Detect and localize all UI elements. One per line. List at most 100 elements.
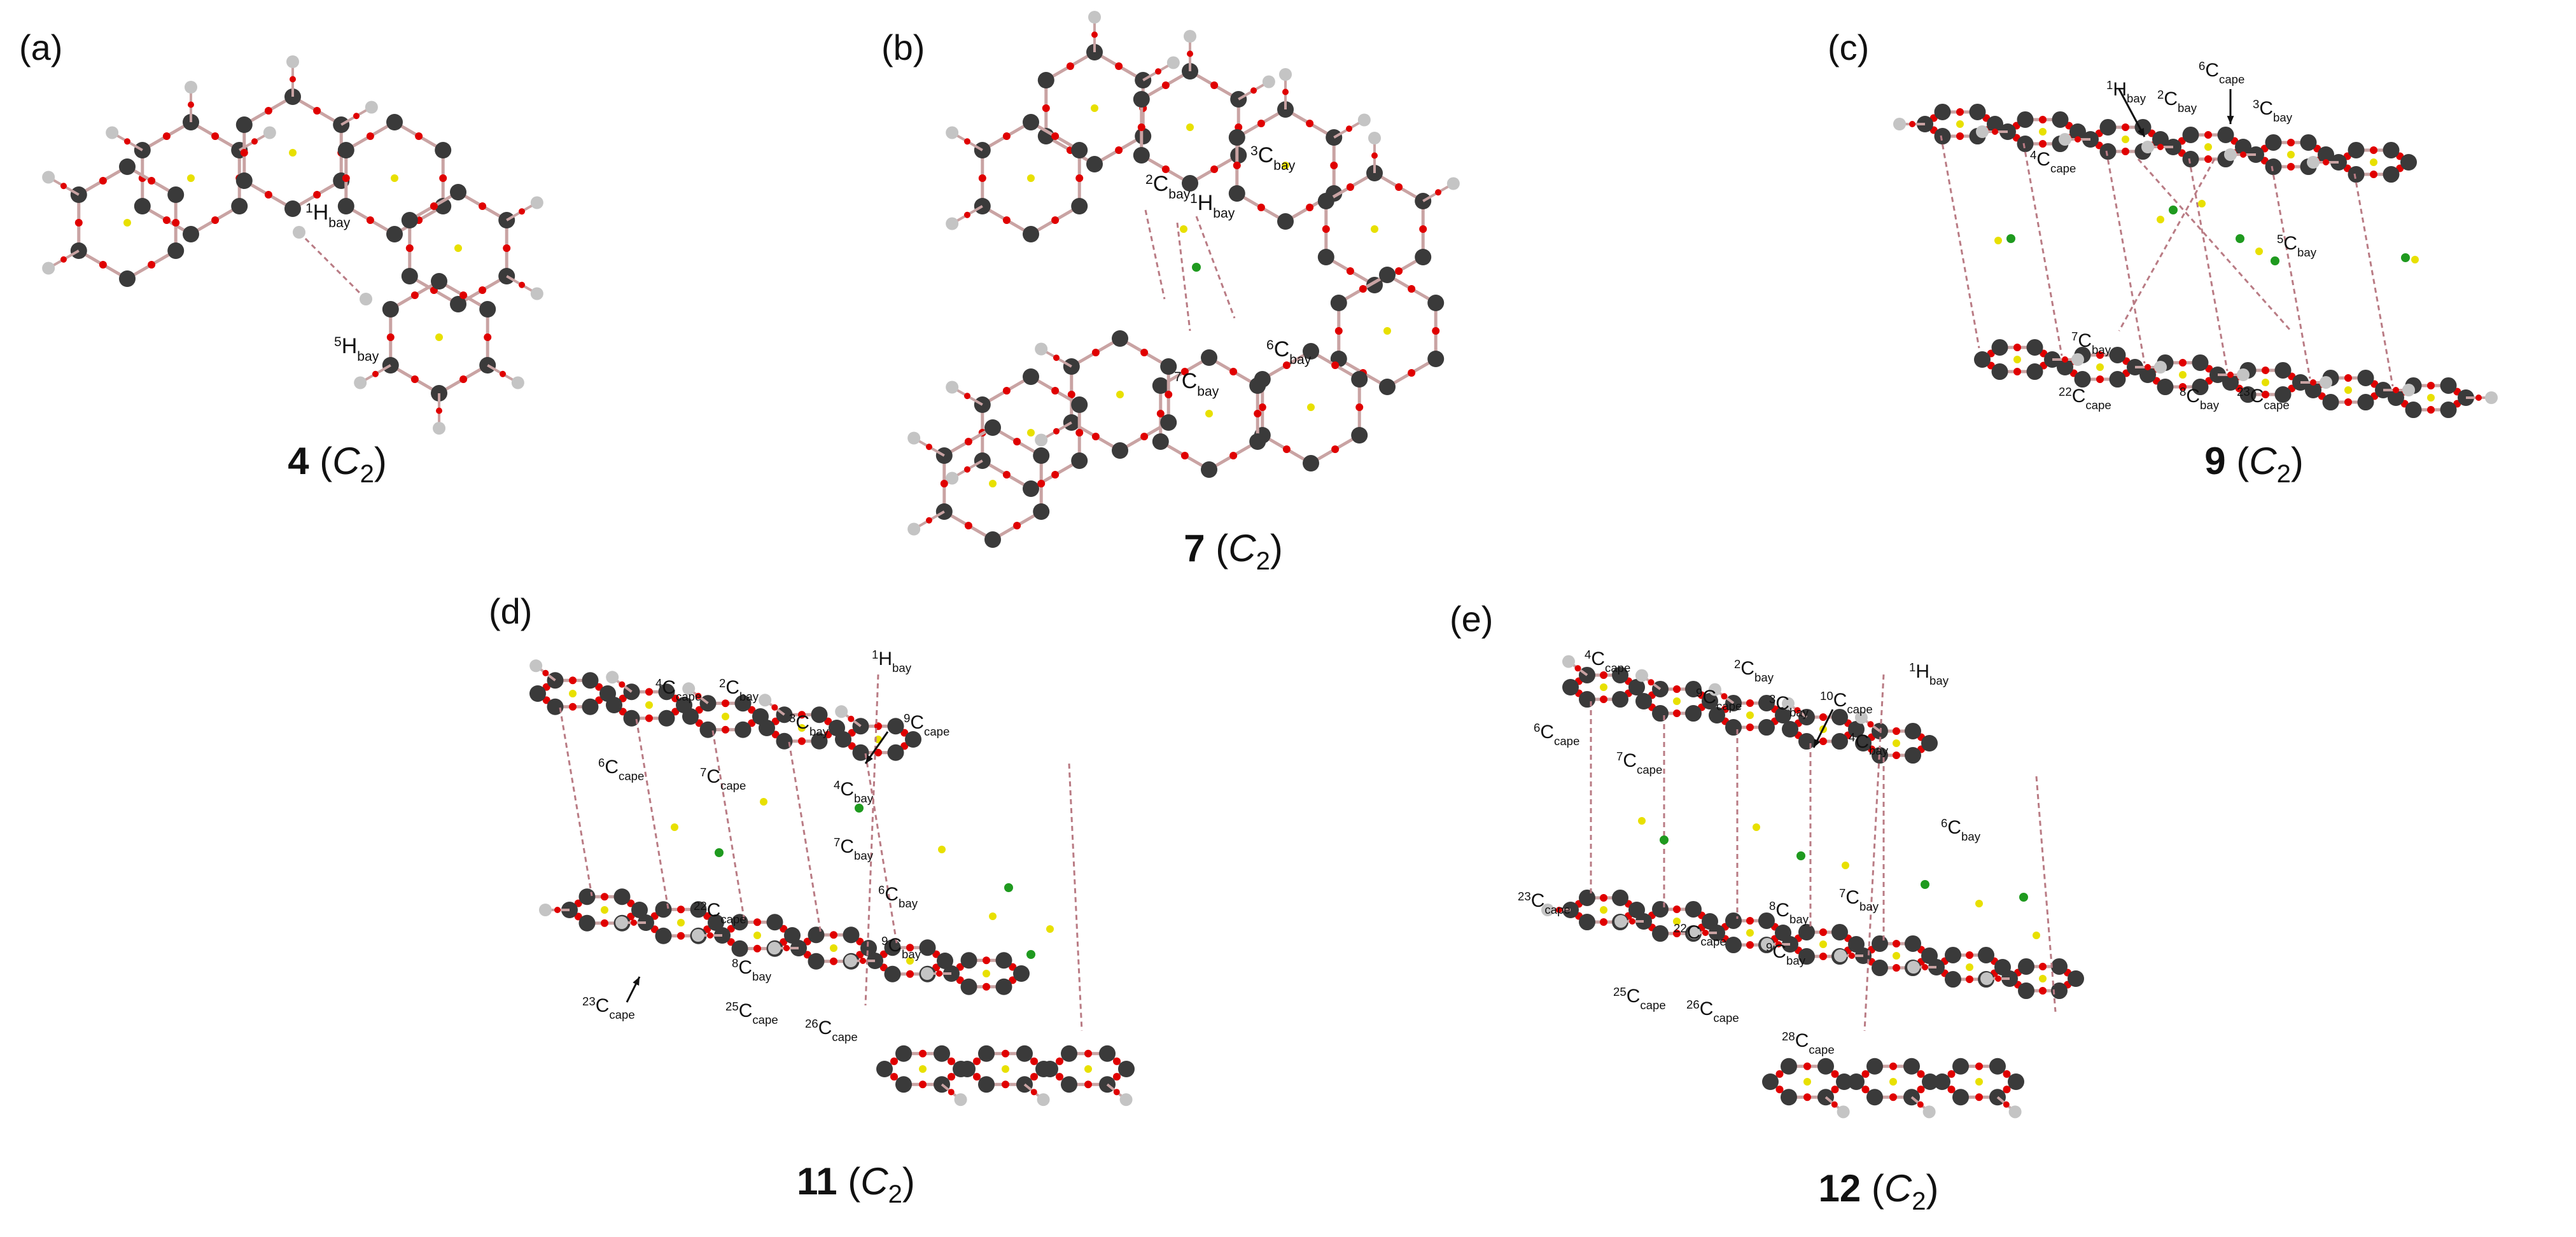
ring-critical-point bbox=[1084, 1065, 1092, 1073]
bond-critical-point bbox=[1051, 471, 1060, 479]
carbon-atom bbox=[119, 158, 136, 175]
carbon-atom bbox=[1612, 889, 1628, 906]
bond-critical-point bbox=[830, 931, 837, 939]
ring-critical-point bbox=[289, 149, 297, 157]
ring-critical-point bbox=[645, 701, 653, 709]
bond-critical-point bbox=[707, 932, 713, 939]
carbon-atom bbox=[529, 685, 546, 702]
carbon-atom bbox=[811, 732, 828, 750]
bond-critical-point bbox=[1917, 1086, 1925, 1094]
carbon-atom bbox=[978, 1076, 995, 1093]
carbon-atom bbox=[1033, 503, 1050, 520]
atom-label: 25Ccape bbox=[1613, 985, 1666, 1012]
carbon-atom bbox=[1249, 377, 1266, 394]
carbon-atom bbox=[995, 978, 1012, 995]
carbon-atom bbox=[1013, 965, 1030, 982]
carbon-atom bbox=[731, 940, 748, 957]
ring bbox=[1848, 1058, 1938, 1106]
noncovalent-bond-path bbox=[1940, 135, 1980, 349]
carbon-atom bbox=[852, 744, 869, 761]
bond-critical-point bbox=[569, 676, 577, 685]
bond-critical-point bbox=[1056, 1057, 1063, 1065]
bond-critical-point bbox=[1673, 709, 1681, 718]
bond-critical-point bbox=[1775, 1086, 1784, 1094]
ring-critical-point bbox=[798, 724, 806, 732]
carbon-atom bbox=[1725, 912, 1742, 929]
hydrogen-atom bbox=[1119, 1093, 1133, 1107]
carbon-atom bbox=[2383, 141, 2400, 158]
carbon-atom bbox=[2239, 386, 2257, 403]
bond-critical-point bbox=[1067, 391, 1075, 398]
bond-critical-point bbox=[1002, 216, 1011, 224]
bond-critical-point bbox=[1746, 941, 1754, 949]
bond-critical-point bbox=[74, 219, 83, 227]
ring-critical-point bbox=[1091, 104, 1098, 112]
carbon-atom bbox=[183, 226, 199, 242]
carbon-atom bbox=[984, 419, 1001, 436]
ring-critical-point bbox=[435, 333, 443, 341]
bond-critical-point bbox=[2475, 395, 2482, 401]
carbon-atom bbox=[1782, 721, 1798, 737]
ring-critical-point bbox=[2287, 151, 2295, 158]
hydrogen-atom bbox=[365, 101, 378, 114]
ring bbox=[974, 368, 1088, 497]
atom-label: 8Cbay bbox=[1769, 899, 1809, 926]
carbon-atom bbox=[2099, 143, 2117, 160]
bond-critical-point bbox=[430, 202, 438, 210]
carbon-atom bbox=[2109, 346, 2126, 363]
bond-critical-point bbox=[2227, 372, 2234, 378]
bond-critical-point bbox=[925, 517, 932, 524]
bond-critical-point bbox=[1009, 963, 1017, 971]
carbon-atom bbox=[1061, 1076, 1077, 1093]
bond-critical-point bbox=[542, 669, 549, 676]
ring-critical-point bbox=[1027, 174, 1035, 182]
carbon-atom bbox=[1351, 427, 1368, 444]
symmetry-letter: C bbox=[1884, 1167, 1912, 1210]
bond-critical-point bbox=[964, 438, 972, 445]
bond-critical-point bbox=[900, 742, 909, 750]
carbon-atom bbox=[1071, 396, 1088, 413]
carbon-atom bbox=[1848, 1073, 1865, 1090]
bond-critical-point bbox=[1775, 941, 1782, 947]
bond-critical-point bbox=[2039, 987, 2047, 995]
bond-critical-point bbox=[2204, 130, 2212, 139]
bond-critical-point bbox=[1053, 354, 1060, 361]
carbon-atom bbox=[1831, 708, 1848, 725]
carbon-atom bbox=[1160, 358, 1177, 375]
hydrogen-atom bbox=[907, 431, 921, 445]
cage-critical-point bbox=[855, 804, 864, 813]
ring-critical-point bbox=[2157, 216, 2164, 223]
bond-critical-point bbox=[1673, 685, 1681, 693]
hydrogen-atom bbox=[1262, 75, 1275, 88]
bond-critical-point bbox=[824, 717, 832, 725]
bond-critical-point bbox=[290, 76, 296, 83]
bond-critical-point bbox=[1009, 976, 1017, 984]
bond-critical-point bbox=[1165, 391, 1173, 398]
ring-critical-point bbox=[2411, 256, 2419, 263]
bond-critical-point bbox=[848, 715, 855, 722]
hydrogen-atom bbox=[606, 671, 619, 684]
bond-critical-point bbox=[1254, 410, 1262, 417]
bond-critical-point bbox=[1257, 120, 1265, 127]
carbon-atom bbox=[1905, 747, 1921, 764]
noncovalent-bond-path bbox=[2022, 143, 2063, 356]
bond-critical-point bbox=[1721, 693, 1728, 700]
ring bbox=[935, 419, 1050, 548]
ring bbox=[835, 718, 921, 761]
carbon-atom bbox=[1798, 923, 1815, 940]
bond-critical-point bbox=[2204, 155, 2212, 164]
hydrogen-atom bbox=[1980, 972, 1993, 985]
bond-critical-point bbox=[2179, 383, 2187, 391]
bond-critical-point bbox=[2003, 1101, 2010, 1108]
hydrogen-atom bbox=[946, 381, 959, 394]
carbon-atom bbox=[1303, 455, 1319, 472]
carbon-atom bbox=[1991, 363, 2008, 381]
bond-critical-point bbox=[1909, 121, 1915, 127]
bond-critical-point bbox=[2039, 962, 2047, 970]
hydrogen-atom bbox=[263, 126, 276, 139]
bond-critical-point bbox=[748, 706, 756, 714]
hydrogen-atom bbox=[1562, 655, 1575, 668]
hydrogen-atom bbox=[2485, 391, 2498, 404]
atom-label: 7Cbay bbox=[2071, 330, 2111, 356]
carbon-atom bbox=[435, 142, 452, 158]
